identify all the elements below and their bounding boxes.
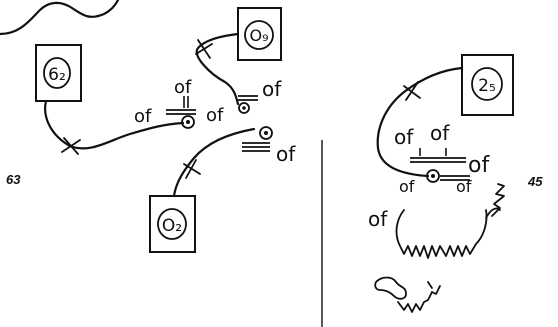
curve-2-5 <box>376 66 464 178</box>
box-o-9-circle <box>244 20 274 50</box>
box-2-5-circle <box>471 67 503 101</box>
label-of-r1: of <box>394 125 414 149</box>
label-of-r4: of <box>399 177 415 196</box>
jagged-loop <box>395 209 488 259</box>
jagged-spike <box>491 183 505 217</box>
label-of-r3: of <box>468 153 490 178</box>
atom-dot-center-fill <box>186 120 190 124</box>
box-o-9-label: O₉ <box>249 26 268 45</box>
atom-dot-lower-fill <box>264 131 268 135</box>
page-number-right: 45 <box>527 174 543 189</box>
cross-mark-4 <box>403 81 421 101</box>
atom-dot-right-fill <box>431 174 435 178</box>
label-of-top-a: of <box>174 77 192 98</box>
atom-dot-center <box>181 115 195 129</box>
label-of-mid-left: of <box>134 106 152 127</box>
label-of-r5: of <box>456 177 472 196</box>
bottom-scribble <box>374 276 407 300</box>
box-6-2-circle <box>43 57 71 89</box>
atom-dot-lower <box>259 126 273 140</box>
label-of-top-b: of <box>262 77 282 101</box>
box-o-2-circle <box>157 208 187 240</box>
label-of-mid-right: of <box>206 105 224 126</box>
curve-6-2 <box>44 99 185 150</box>
box-2-5-label: 2₅ <box>478 76 496 96</box>
page-number-left: 63 <box>6 172 21 187</box>
corner-scribble <box>0 0 120 36</box>
cross-mark-2 <box>195 39 213 59</box>
label-of-right-low: of <box>276 142 296 166</box>
atom-dot-upper-fill <box>242 106 246 110</box>
cross-mark-3 <box>183 159 201 179</box>
box-o-2 <box>149 195 196 253</box>
curve-o-9 <box>195 32 240 106</box>
box-2-5 <box>461 54 514 116</box>
box-o-2-label: O₂ <box>162 216 182 236</box>
box-6-2-label: 6₂ <box>48 65 66 85</box>
box-6-2 <box>35 44 82 102</box>
bottom-zigzag <box>397 281 441 313</box>
atom-dot-right <box>426 169 440 183</box>
label-of-r2: of <box>430 121 450 145</box>
label-of-r6: of <box>368 207 388 231</box>
cross-mark-1 <box>61 137 81 155</box>
atom-dot-upper <box>238 102 250 114</box>
curve-o-2 <box>172 127 256 198</box>
hook-mark <box>485 207 501 219</box>
